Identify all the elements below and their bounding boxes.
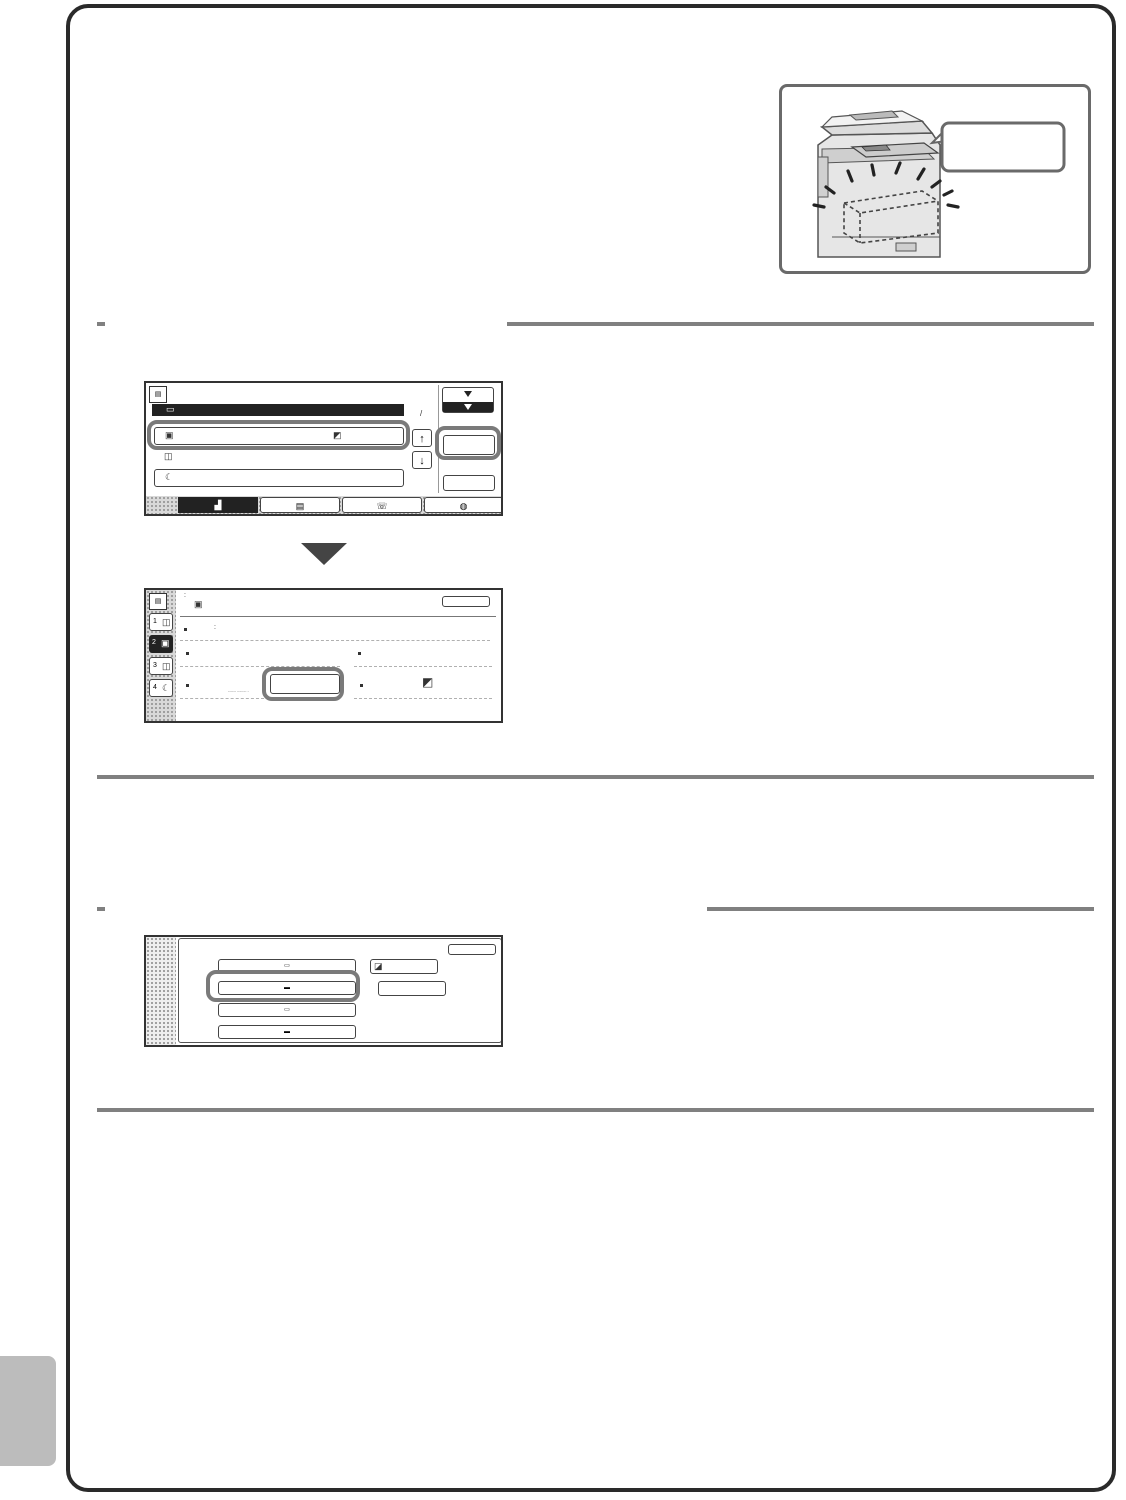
row-separator bbox=[354, 666, 492, 667]
header-divider bbox=[180, 616, 496, 617]
tray-list-item-bypass[interactable]: ☾ bbox=[154, 469, 404, 487]
section-rule bbox=[507, 322, 1094, 326]
paper-icon: ▣ bbox=[165, 430, 174, 440]
paper-size-icon: ◩ bbox=[422, 675, 434, 689]
section-bullet bbox=[97, 907, 105, 911]
paper-size-icon: ◩ bbox=[333, 430, 342, 440]
dialog-border bbox=[178, 938, 501, 1043]
section-rule bbox=[97, 775, 1094, 779]
small-note: ------ ------- - bbox=[228, 688, 249, 693]
slash-text: / bbox=[420, 409, 423, 418]
tray-icon: ▭ bbox=[166, 404, 175, 414]
paper-select-button[interactable] bbox=[442, 387, 494, 413]
highlight-paper-type-option bbox=[206, 970, 360, 1002]
row-separator bbox=[354, 698, 492, 699]
bullet-square bbox=[186, 652, 189, 655]
paper-type-button[interactable] bbox=[270, 674, 340, 694]
side-tab-column bbox=[146, 937, 176, 1045]
tray-header-bar: ▭ bbox=[152, 404, 404, 416]
tray-settings-button[interactable] bbox=[443, 435, 495, 455]
row-colon: : bbox=[214, 624, 216, 631]
scroll-down-button[interactable]: ↓ bbox=[412, 451, 432, 469]
touch-panel-screen-paper-type: ▭ ▬ ▭ ▬ ◪ bbox=[144, 935, 503, 1047]
tray-icon: ◪ bbox=[374, 961, 383, 971]
section-rule bbox=[707, 907, 1094, 911]
ok-button[interactable] bbox=[442, 596, 490, 607]
tray-list-item[interactable]: ◫ bbox=[154, 449, 404, 465]
bullet-square bbox=[184, 628, 187, 631]
copy-mode-icon: ▤ bbox=[149, 593, 167, 610]
tray-list-item-selected[interactable]: ▣ ◩ bbox=[154, 427, 404, 445]
row-separator bbox=[180, 640, 490, 641]
arrow-down-icon bbox=[301, 543, 347, 565]
paper-type-option-4[interactable]: ▬ bbox=[218, 1025, 356, 1039]
stack-icon: ◫ bbox=[162, 661, 171, 671]
header-colon: : bbox=[184, 592, 186, 599]
paper-icon: ▣ bbox=[194, 599, 203, 609]
copy-mode-icon: ▤ bbox=[149, 386, 167, 403]
fax-icon: ☾ bbox=[165, 472, 174, 482]
highlight-tray-row bbox=[147, 420, 410, 450]
side-tab-1[interactable]: 1 ◫ bbox=[149, 613, 173, 631]
ok-button[interactable] bbox=[448, 944, 496, 955]
section-bullet bbox=[97, 322, 105, 326]
chapter-side-tab bbox=[0, 1356, 56, 1466]
side-tab-column bbox=[146, 590, 176, 721]
tab-document-filing[interactable]: ◍ bbox=[424, 497, 501, 513]
bullet-square bbox=[358, 652, 361, 655]
paper-type-extra-button[interactable] bbox=[378, 981, 446, 996]
copier-drawing bbox=[812, 110, 1066, 258]
paper-type-option-2[interactable]: ▬ bbox=[218, 981, 356, 995]
row-separator bbox=[180, 698, 340, 699]
fax-icon: ☾ bbox=[162, 683, 171, 693]
ok-button[interactable] bbox=[443, 475, 495, 491]
highlight-paper-type-button bbox=[262, 667, 344, 701]
side-tab-3[interactable]: 3 ◫ bbox=[149, 657, 173, 675]
scroll-up-button[interactable]: ↑ bbox=[412, 429, 432, 447]
bullet-square bbox=[360, 684, 363, 687]
bullet-square bbox=[186, 684, 189, 687]
tab-image-send[interactable]: ▤ bbox=[260, 497, 340, 513]
paper-type-option-3[interactable]: ▭ bbox=[218, 1003, 356, 1017]
side-tab-2-selected[interactable]: 2 ▣ bbox=[149, 635, 173, 653]
tab-copy[interactable]: ▟ bbox=[178, 497, 258, 513]
copier-illustration bbox=[779, 84, 1091, 274]
stack-icon: ◫ bbox=[164, 451, 173, 461]
tab-fax[interactable]: ☏ bbox=[342, 497, 422, 513]
paper-icon: ▣ bbox=[161, 638, 170, 648]
touch-panel-screen-tray-settings: ▤ 1 ◫ 2 ▣ 3 ◫ 4 ☾ : ▣ : ------ ------- -… bbox=[144, 588, 503, 723]
stack-icon: ◫ bbox=[162, 617, 171, 627]
section-rule bbox=[97, 1108, 1094, 1112]
paper-type-tray-button[interactable]: ◪ bbox=[370, 959, 438, 974]
row-separator bbox=[180, 666, 340, 667]
highlight-tray-settings-button bbox=[435, 426, 501, 460]
side-tab-4[interactable]: 4 ☾ bbox=[149, 679, 173, 697]
